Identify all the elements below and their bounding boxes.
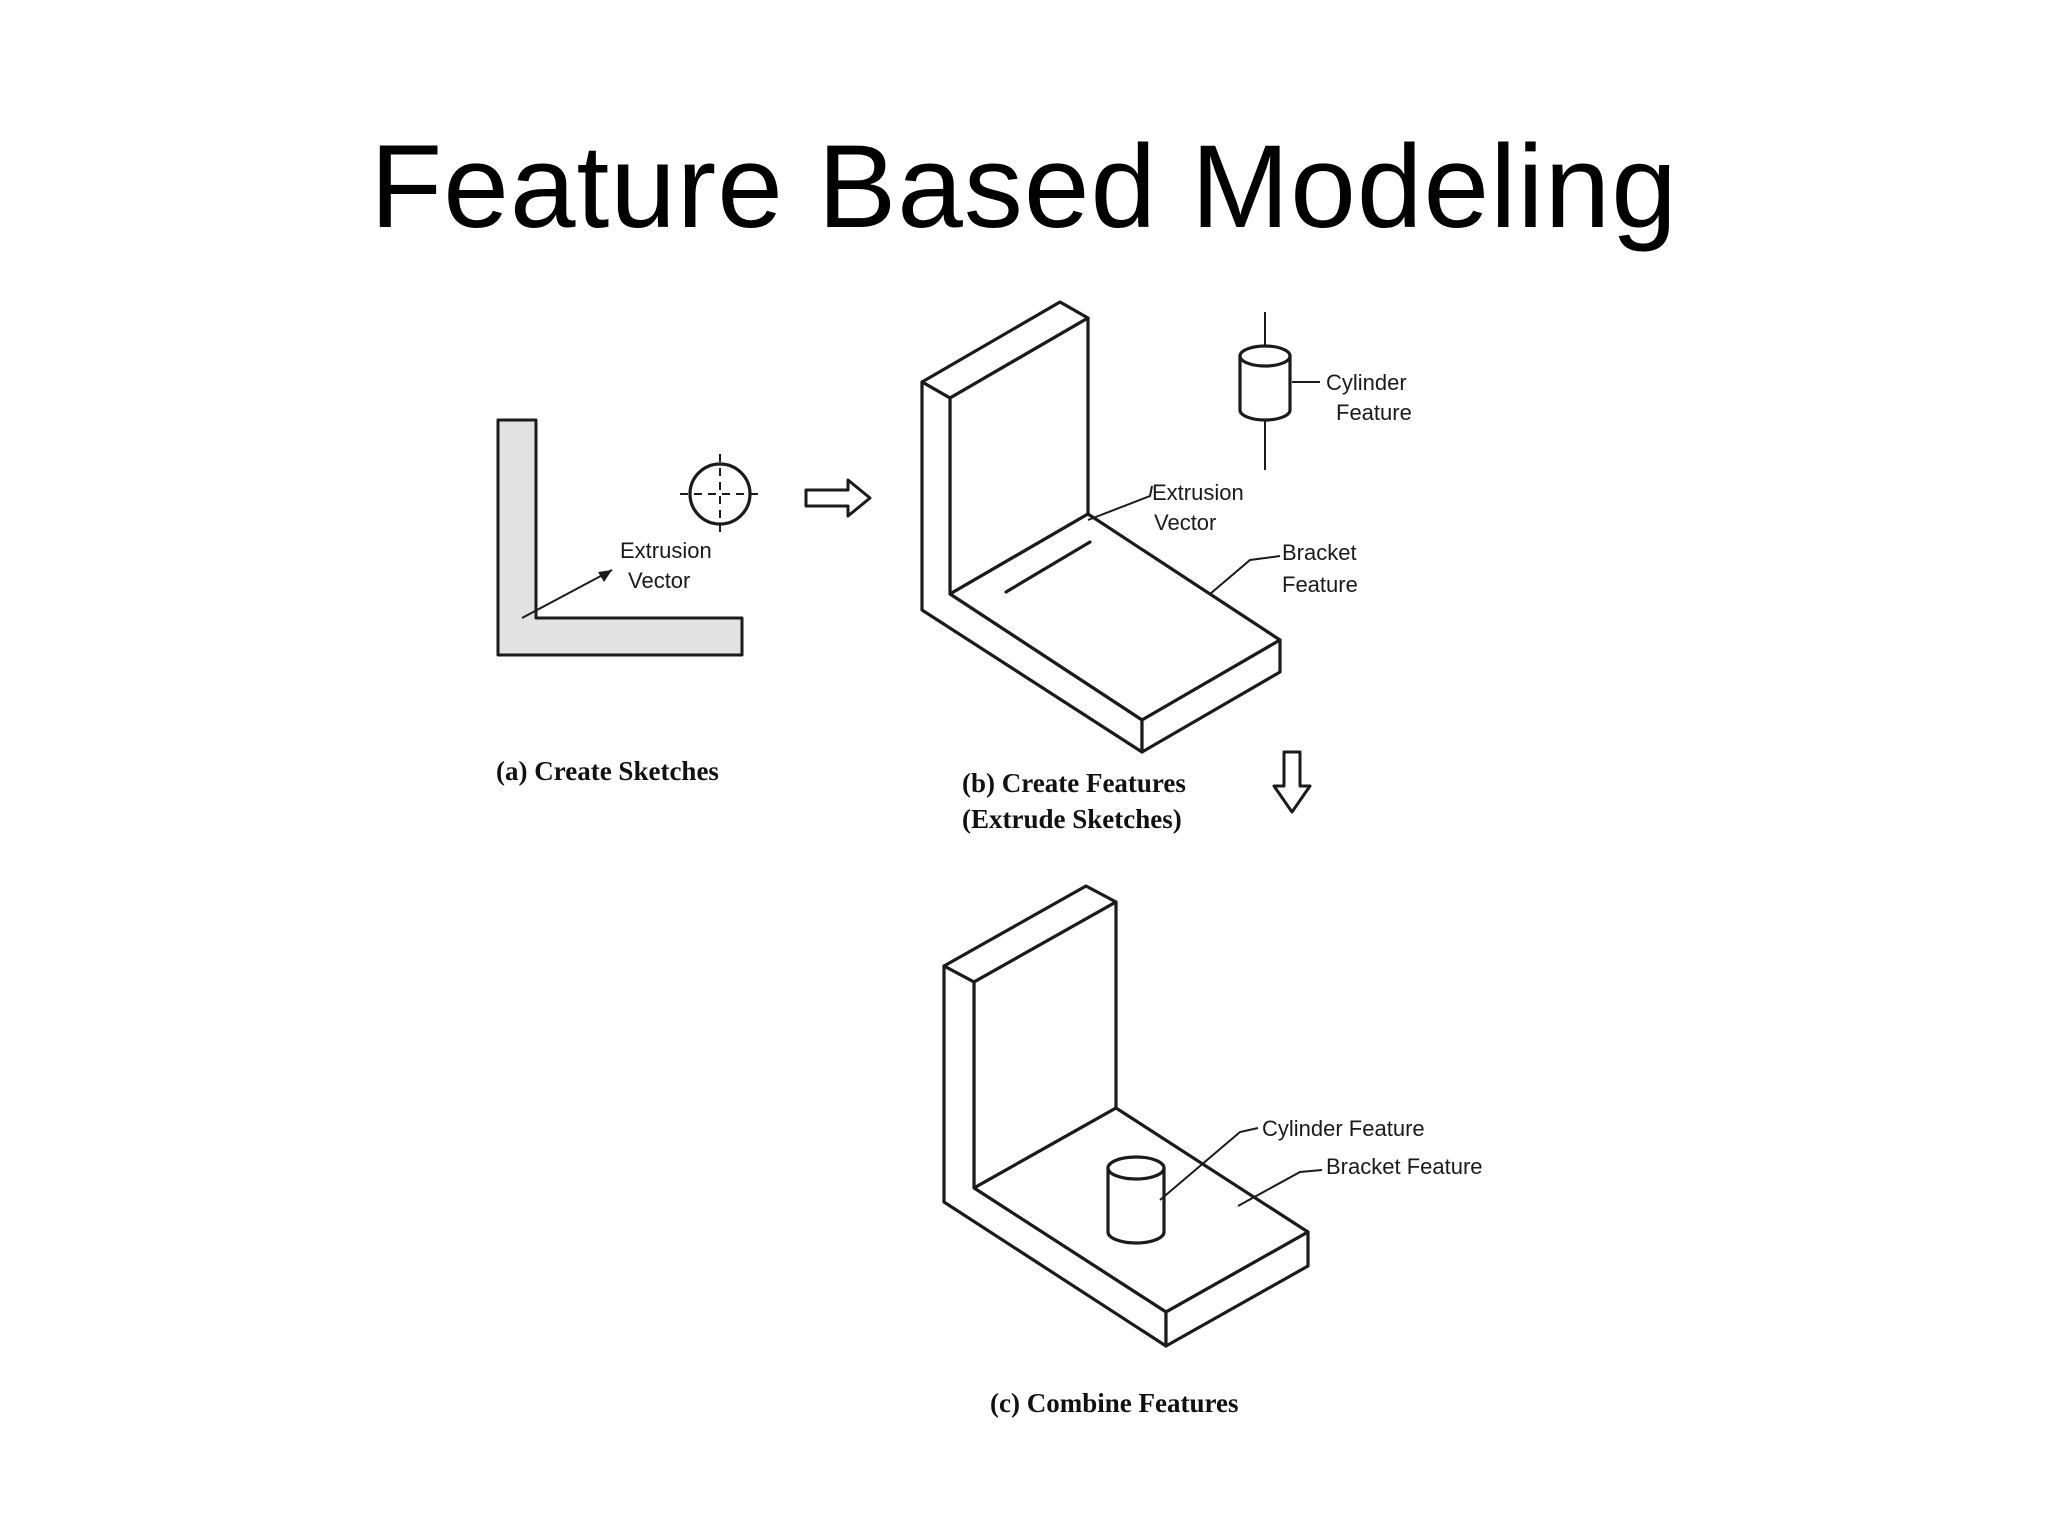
label-bracket-b-2: Feature: [1282, 572, 1358, 597]
bracket-c-base-side: [1164, 1230, 1310, 1348]
cylinder-feature-b: [1238, 312, 1292, 470]
l-profile-sketch: [496, 418, 744, 657]
bracket-b-base-side: [1140, 638, 1282, 754]
bracket-leader-c: [1237, 1169, 1323, 1207]
caption-c: (c) Combine Features: [990, 1388, 1238, 1418]
caption-b-1: (b) Create Features: [962, 768, 1186, 798]
caption-b-2: (Extrude Sketches): [962, 804, 1182, 834]
label-extrusion-b-1: Extrusion: [1152, 480, 1244, 505]
panel-a-sketches: Extrusion Vector (a) Create Sketches: [496, 418, 760, 786]
label-extrusion-a-2: Vector: [628, 568, 690, 593]
flow-arrow-down: [1272, 750, 1312, 814]
caption-a: (a) Create Sketches: [496, 756, 719, 786]
cylinder-feature-c: [1106, 1155, 1166, 1245]
panel-b-features: Extrusion Vector Bracket Feature Cylinde…: [920, 300, 1412, 834]
cylinder-leader-c: [1159, 1127, 1259, 1201]
label-bracket-c: Bracket Feature: [1326, 1154, 1483, 1179]
arrowhead-a: [598, 570, 612, 582]
label-extrusion-b-2: Vector: [1154, 510, 1216, 535]
slide-title: Feature Based Modeling: [370, 121, 1678, 253]
label-extrusion-a-1: Extrusion: [620, 538, 712, 563]
label-cylinder-c: Cylinder Feature: [1262, 1116, 1425, 1141]
label-bracket-b-1: Bracket: [1282, 540, 1357, 565]
bracket-leader-b: [1209, 555, 1281, 595]
extrusion-vector-arrow-a: [521, 569, 613, 619]
panel-c-combined: Cylinder Feature Bracket Feature (c) Com…: [942, 884, 1483, 1418]
flow-arrow-right: [804, 478, 872, 518]
label-cylinder-b-2: Feature: [1336, 400, 1412, 425]
extrusion-leader-b: [1087, 485, 1153, 521]
label-cylinder-b-1: Cylinder: [1326, 370, 1407, 395]
circle-sketch: [680, 454, 760, 534]
extrusion-vector-b: [1004, 540, 1092, 594]
